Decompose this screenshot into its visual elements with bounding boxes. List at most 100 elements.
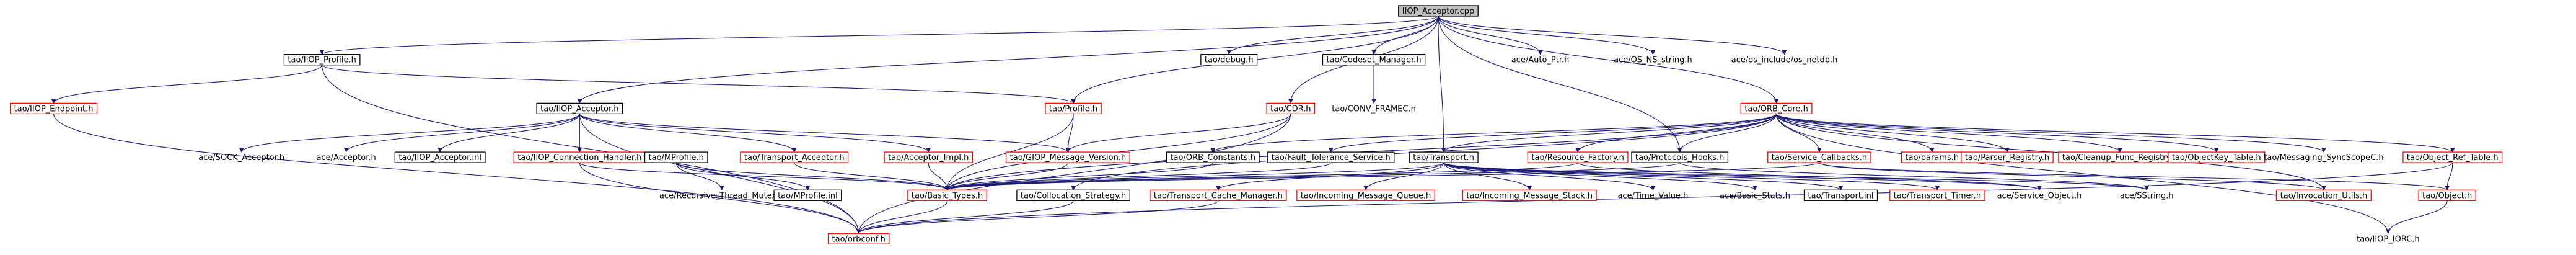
node-orbconf[interactable]: tao/orbconf.h [827,233,890,244]
node-box [1803,189,1878,201]
node-iiop-endpoint[interactable]: tao/IIOP_Endpoint.h [10,102,98,115]
edge-iiop-profile-to-orbconf [322,65,861,235]
node-profile[interactable]: tao/Profile.h [1045,102,1102,115]
node-label: tao/IIOP_Profile.h [288,56,356,65]
node-box [1150,189,1287,201]
node-box [1961,151,2054,163]
node-transport-acceptor[interactable]: tao/Transport_Acceptor.h [740,151,849,163]
node-box [827,233,890,244]
edge-orb-core-to-transport [1441,114,1777,153]
node-label: tao/Codeset_Manager.h [1326,56,1421,65]
node-object-ref-table[interactable]: tao/Object_Ref_Table.h [2402,151,2503,163]
node-label: ace/SString.h [2120,191,2174,200]
node-box [644,151,708,163]
edge-orb-core-to-parser-registry [1776,114,2010,153]
node-resource-factory[interactable]: tao/Resource_Factory.h [1527,151,1629,163]
node-transport-cache[interactable]: tao/Transport_Cache_Manager.h [1150,189,1287,201]
node-iiop-acceptor-inl[interactable]: tao/IIOP_Acceptor.inl [394,151,486,163]
node-cleanup-func[interactable]: tao/Cleanup_Func_Registry.h [2058,151,2182,163]
node-label: tao/Resource_Factory.h [1531,153,1624,163]
node-label: tao/Profile.h [1049,104,1097,114]
node-collocation[interactable]: tao/Collocation_Strategy.h [1016,189,1130,201]
edge-transport-to-transport-timer [1443,162,1940,191]
node-label: tao/Object.h [2422,191,2472,200]
node-label: ace/Service_Object.h [1997,191,2082,200]
node-mprofile[interactable]: tao/MProfile.h [644,151,708,163]
edge-root-to-protocols-hooks [1438,16,1682,153]
node-object[interactable]: tao/Object.h [2418,189,2476,201]
node-iiop-profile[interactable]: tao/IIOP_Profile.h [283,54,361,66]
node-basic-stats: ace/Basic_Stats.h [1720,191,1790,200]
edge-protocols-hooks-to-basic-types [945,162,1681,191]
node-root[interactable]: IIOP_Acceptor.cpp [1398,5,1479,17]
edge-orb-core-to-object-ref-table [1776,113,2455,153]
node-basic-types[interactable]: tao/Basic_Types.h [907,189,987,201]
node-fault-tol[interactable]: tao/Fault_Tolerance_Service.h [1267,151,1395,163]
node-acceptor-impl[interactable]: tao/Acceptor_Impl.h [884,151,974,163]
node-objectkey-table[interactable]: tao/ObjectKey_Table.h [2168,151,2266,163]
edge-object-ref-table-to-object [2445,163,2453,191]
node-label: tao/Service_Callbacks.h [1772,153,1867,163]
node-orb-constants[interactable]: tao/ORB_Constants.h [1166,151,1260,163]
node-box [1045,102,1102,115]
node-recursive-mutex: ace/Recursive_Thread_Mutex.h [659,191,785,200]
edge-service-callbacks-to-invocation-utils [1819,162,2326,191]
node-transport-timer[interactable]: tao/Transport_Timer.h [1889,189,1985,201]
node-os-ns-string: ace/OS_NS_string.h [1614,56,1692,65]
node-box [2402,151,2503,163]
node-incoming-stack[interactable]: tao/Incoming_Message_Stack.h [1462,189,1597,201]
node-transport-inl[interactable]: tao/Transport.inl [1803,189,1878,201]
edge-orb-core-to-iiop-iorc [1776,114,2391,235]
node-label: tao/GIOP_Message_Version.h [1010,153,1127,163]
node-label: tao/Incoming_Message_Queue.h [1301,191,1431,200]
node-label: tao/IIOP_Connection_Handler.h [517,153,641,163]
node-invocation-utils[interactable]: tao/Invocation_Utils.h [2275,189,2372,201]
node-box [907,189,987,201]
node-label: tao/Transport_Timer.h [1894,191,1981,200]
node-mprofile-inl[interactable]: tao/MProfile.inl [773,189,842,201]
edge-service-callbacks-to-basic-types [945,162,1820,191]
node-transport[interactable]: tao/Transport.h [1409,151,1479,163]
node-giop-msg-version[interactable]: tao/GIOP_Message_Version.h [1006,151,1130,163]
node-box [1296,189,1435,201]
edge-transport-to-transport-inl [1443,162,1844,191]
node-protocols-hooks[interactable]: tao/Protocols_Hooks.h [1631,151,1729,163]
node-box [1016,189,1130,201]
node-cdr[interactable]: tao/CDR.h [1266,102,1316,115]
node-iiop-conn-handler[interactable]: tao/IIOP_Connection_Handler.h [513,151,646,163]
node-orb-core[interactable]: tao/ORB_Core.h [1740,102,1813,115]
node-service-callbacks[interactable]: tao/Service_Callbacks.h [1767,151,1871,163]
edge-fault-tol-to-basic-types [944,162,1332,191]
node-box [394,151,486,163]
node-box [1266,102,1316,115]
node-label: tao/Transport_Cache_Manager.h [1154,191,1283,200]
node-label: tao/Cleanup_Func_Registry.h [2062,153,2178,163]
node-box [1200,54,1258,66]
edge-root-to-transport [1438,16,1446,153]
node-iiop-acceptor[interactable]: tao/IIOP_Acceptor.h [536,102,623,115]
edge-iiop-conn-handler-to-basic-types [579,162,950,191]
edge-orb-constants-to-basic-types [944,162,1213,191]
node-codeset[interactable]: tao/Codeset_Manager.h [1322,54,1426,66]
node-label: tao/Invocation_Utils.h [2280,191,2368,200]
node-parser-registry[interactable]: tao/Parser_Registry.h [1961,151,2054,163]
node-box [1462,189,1597,201]
node-label: ace/Auto_Ptr.h [1511,56,1570,65]
edge-iiop-conn-handler-to-orbconf [579,163,861,235]
edge-service-callbacks-to-object [1819,162,2450,191]
node-incoming-queue[interactable]: tao/Incoming_Message_Queue.h [1296,189,1435,201]
edge-giop-msg-version-to-basic-types [944,162,1068,191]
node-box [10,102,98,115]
node-params[interactable]: tao/params.h [1901,151,1963,163]
node-box [740,151,849,163]
node-messaging-sync: tao/Messaging_SyncScopeC.h [2264,153,2383,163]
edge-iiop-acceptor-to-ace-acceptor [343,114,580,153]
edge-resource-factory-to-service-object [1577,162,2042,191]
node-label: tao/Fault_Tolerance_Service.h [1272,153,1391,163]
edge-root-to-os-netdb [1438,16,1787,55]
edge-mprofile-to-recursive-mutex [675,162,724,191]
node-box [1527,151,1629,163]
node-debug[interactable]: tao/debug.h [1200,54,1258,66]
node-label: ace/Acceptor.h [316,153,376,163]
